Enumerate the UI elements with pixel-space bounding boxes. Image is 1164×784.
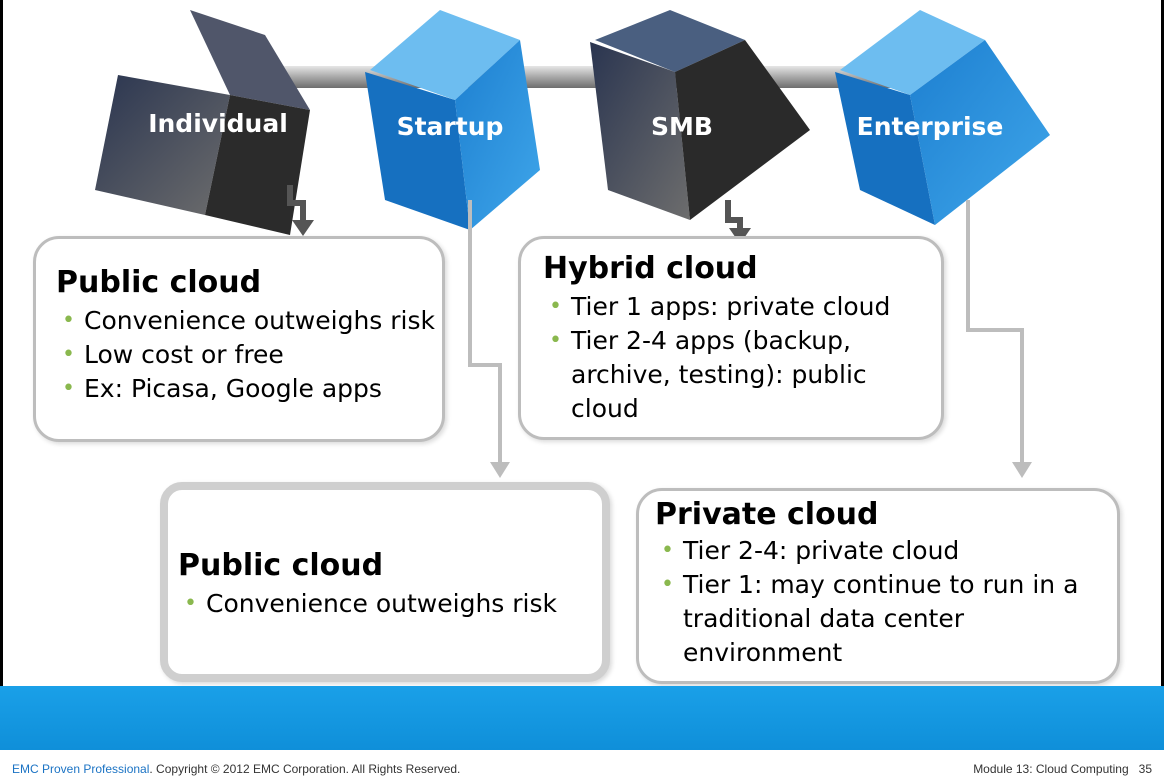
arrow-enterprise-head xyxy=(1012,462,1032,478)
box-startup: Public cloud Convenience outweighs risk xyxy=(160,482,610,682)
segment-label-startup: Startup xyxy=(397,112,504,141)
segment-label-individual: Individual xyxy=(148,109,288,138)
box-title: Private cloud xyxy=(655,497,879,532)
box-title: Public cloud xyxy=(178,548,384,583)
arrow-startup-head xyxy=(490,462,510,478)
footer-module: Module 13: Cloud Computing 35 xyxy=(973,762,1152,776)
bullet-list: Tier 2-4: private cloud Tier 1: may cont… xyxy=(655,534,1109,670)
footer-copyright: EMC Proven Professional. Copyright © 201… xyxy=(12,762,460,776)
bullet-list: Convenience outweighs risk Low cost or f… xyxy=(56,304,442,406)
cube-enterprise: Enterprise xyxy=(835,10,1050,225)
bullet-item: Ex: Picasa, Google apps xyxy=(56,372,442,406)
blue-bottom-bar xyxy=(0,686,1164,750)
cube-startup: Startup xyxy=(365,10,540,230)
bullet-item: Convenience outweighs risk xyxy=(178,587,602,621)
arrow-individual xyxy=(287,185,306,222)
segment-label-enterprise: Enterprise xyxy=(857,112,1004,141)
bullet-item: Low cost or free xyxy=(56,338,442,372)
box-smb: Hybrid cloud Tier 1 apps: private cloud … xyxy=(518,236,944,440)
bullet-item: Tier 1: may continue to run in a traditi… xyxy=(655,568,1109,670)
bullet-list: Tier 1 apps: private cloud Tier 2-4 apps… xyxy=(543,290,933,426)
segment-label-smb: SMB xyxy=(651,112,713,141)
arrow-smb xyxy=(725,200,743,232)
slide-frame-right xyxy=(1161,0,1164,750)
bullet-list: Convenience outweighs risk xyxy=(178,587,602,621)
bullet-item: Tier 1 apps: private cloud xyxy=(543,290,933,324)
bullet-item: Tier 2-4: private cloud xyxy=(655,534,1109,568)
arrow-enterprise xyxy=(966,200,1024,465)
slide-frame-left xyxy=(0,0,3,750)
footer-module-name: Module 13: Cloud Computing xyxy=(973,762,1129,776)
cube-individual: Individual xyxy=(95,10,310,235)
box-title: Public cloud xyxy=(56,265,262,300)
cube-smb: SMB xyxy=(590,10,810,220)
box-individual: Public cloud Convenience outweighs risk … xyxy=(33,236,445,442)
bullet-item: Convenience outweighs risk xyxy=(56,304,442,338)
segments-diagram: Individual Startup SMB Enterprise xyxy=(95,10,1050,478)
footer-brand: EMC Proven Professional xyxy=(12,762,150,776)
footer-copyright-text: . Copyright © 2012 EMC Corporation. All … xyxy=(149,762,461,776)
box-enterprise: Private cloud Tier 2-4: private cloud Ti… xyxy=(636,488,1120,684)
bullet-item: Tier 2-4 apps (backup, archive, testing)… xyxy=(543,324,933,426)
arrow-startup xyxy=(468,200,502,465)
page-number: 35 xyxy=(1138,762,1152,776)
box-title: Hybrid cloud xyxy=(543,251,758,286)
arrow-individual-head xyxy=(292,220,314,236)
